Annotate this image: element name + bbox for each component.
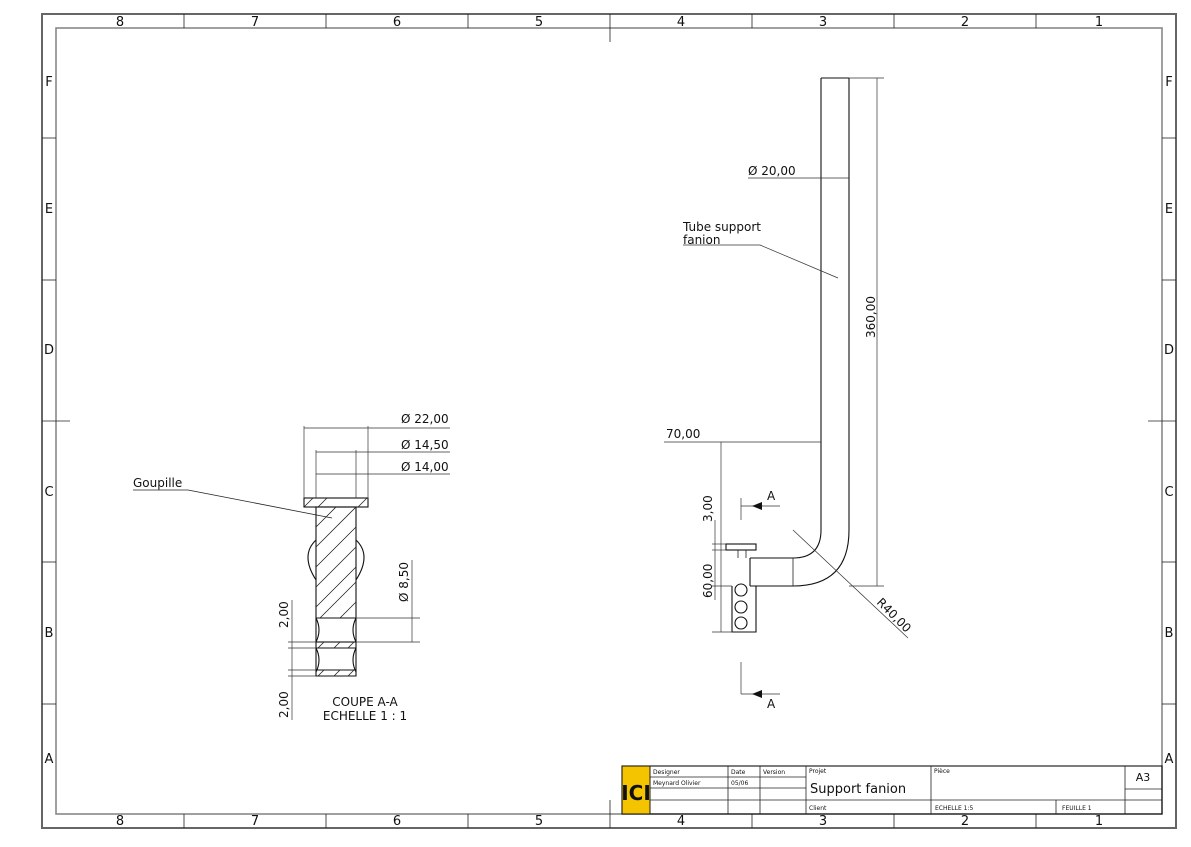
dim-d14: Ø 14,00	[401, 460, 449, 474]
row-label: A	[45, 752, 54, 767]
client-label: Client	[809, 805, 827, 812]
section-view-a-a: Ø 22,00 Ø 14,50 Ø 14,00 Ø 8,50 2,00 2,00…	[133, 412, 450, 723]
designer-value: Meynard Olivier	[653, 780, 701, 787]
section-hatch	[303, 497, 368, 677]
col-label: 6	[393, 15, 401, 30]
section-title: COUPE A-A	[332, 695, 398, 709]
row-label: D	[1164, 343, 1174, 358]
project-value: Support fanion	[810, 782, 906, 797]
main-view-tube: A A Ø 20,00 360,00 70,00 3,00 60,00 R40,…	[664, 77, 914, 711]
format-value: A3	[1136, 771, 1151, 784]
version-label: Version	[763, 769, 785, 776]
inner-frame	[55, 27, 1163, 815]
col-label: 5	[535, 814, 543, 829]
part-label-tube-2: fanion	[683, 233, 720, 247]
col-label: 3	[819, 15, 827, 30]
scale-value: ECHELLE 1:5	[935, 805, 974, 812]
row-label: F	[1165, 75, 1172, 90]
col-label: 4	[677, 15, 685, 30]
outer-frame	[41, 13, 1177, 829]
row-label: E	[1165, 202, 1173, 217]
col-label: 7	[251, 814, 259, 829]
row-label: F	[45, 75, 52, 90]
dim-h-2b: 2,00	[277, 691, 291, 718]
col-label: 6	[393, 814, 401, 829]
part-label-goupille: Goupille	[133, 476, 182, 490]
col-label: 7	[251, 15, 259, 30]
col-label: 1	[1095, 15, 1103, 30]
col-label: 1	[1095, 814, 1103, 829]
dim-d14-5: Ø 14,50	[401, 438, 449, 452]
pin-head	[303, 497, 369, 508]
title-block: ICI Designer Meynard Olivier Date 05/06 …	[621, 765, 1163, 815]
col-label: 2	[961, 15, 969, 30]
row-label: D	[44, 343, 54, 358]
dim-h-2: 2,00	[277, 601, 291, 628]
dim-small-height: 3,00	[701, 495, 715, 522]
col-label: 2	[961, 814, 969, 829]
zone-ticks	[42, 14, 1176, 828]
row-label: E	[45, 202, 53, 217]
col-label: 8	[116, 15, 124, 30]
sheet-value: FEUILLE 1	[1062, 805, 1092, 812]
dim-tube-height: 360,00	[864, 296, 878, 338]
col-label: 8	[116, 814, 124, 829]
row-label: C	[44, 485, 53, 500]
date-label: Date	[731, 769, 746, 776]
part-label-tube-1: Tube support	[682, 220, 761, 234]
dim-d22: Ø 22,00	[401, 412, 449, 426]
section-marker-bottom: A	[767, 697, 776, 711]
project-label: Projet	[809, 768, 827, 775]
col-label: 5	[535, 15, 543, 30]
logo-box	[621, 765, 651, 815]
section-scale: ECHELLE 1 : 1	[323, 709, 407, 723]
dim-d8-5: Ø 8,50	[397, 562, 411, 602]
piece-label: Pièce	[934, 768, 950, 775]
col-label: 4	[677, 814, 685, 829]
row-label: A	[1165, 752, 1174, 767]
row-label: B	[1165, 626, 1174, 641]
designer-label: Designer	[653, 769, 680, 776]
col-label: 3	[819, 814, 827, 829]
row-label: C	[1164, 485, 1173, 500]
section-marker-top: A	[767, 489, 776, 503]
logo-text: ICI	[621, 781, 651, 805]
dim-radius: R40,00	[874, 595, 914, 635]
date-value: 05/06	[731, 780, 748, 787]
dim-base-height: 60,00	[701, 564, 715, 598]
row-label: B	[45, 626, 54, 641]
dim-offset: 70,00	[666, 427, 700, 441]
dim-tube-diameter: Ø 20,00	[748, 164, 796, 178]
